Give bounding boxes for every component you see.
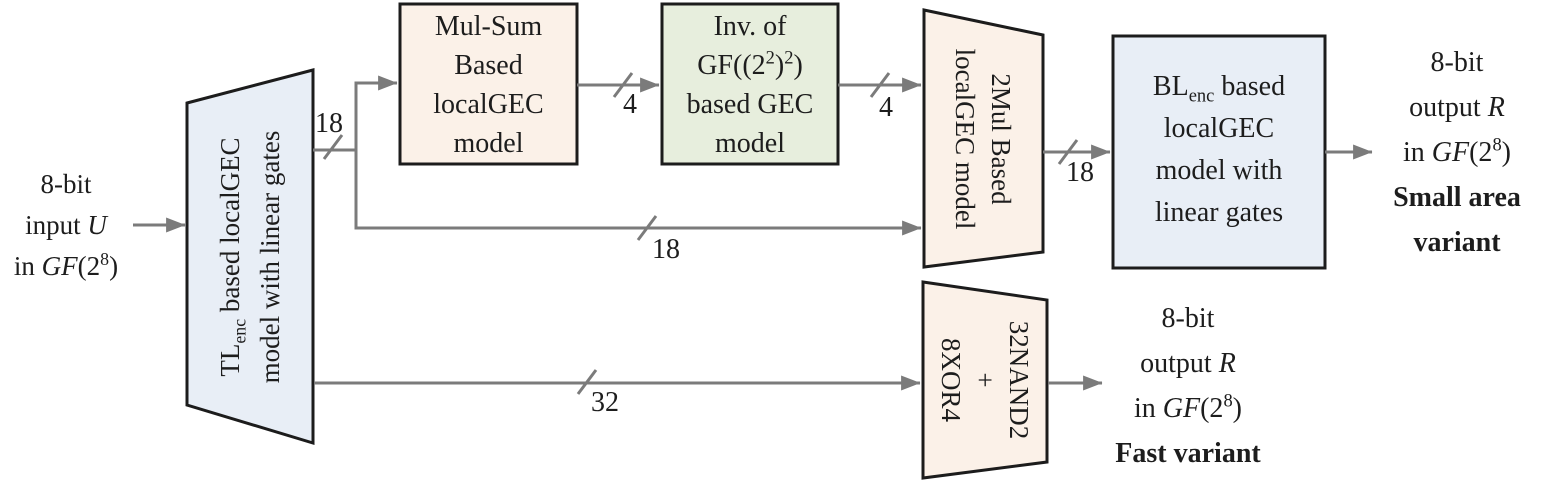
trapezoid-2mul-line: 2Mul Based — [986, 73, 1016, 205]
wires — [133, 72, 1373, 395]
output-small-line: variant — [1413, 227, 1501, 258]
bus-width-label-18-bypass: 18 — [652, 234, 680, 265]
input-label-line: 8-bit — [40, 169, 92, 199]
box-mul-sum — [398, 2, 579, 166]
bus-width-label-32: 32 — [591, 387, 619, 418]
box-bl-enc-line: linear gates — [1154, 197, 1284, 228]
bus-width-label-18-top: 18 — [315, 108, 343, 139]
bus-slash-icon — [636, 215, 658, 241]
trapezoid-tl-enc — [185, 68, 315, 446]
box-mul-sum-line: model — [453, 128, 524, 159]
box-inv-gf-line: Inv. of — [713, 11, 787, 42]
box-mul-sum-label: Mul-Sum Based localGEC model — [400, 7, 577, 163]
bus-slash-icon — [869, 72, 891, 98]
box-bl-enc-line: BLenc based — [1152, 71, 1286, 106]
box-inv-gf — [660, 2, 840, 166]
box-mul-sum-line: Based — [454, 50, 523, 81]
trapezoid-fast-line: + — [970, 372, 1000, 388]
box-inv-gf-label: Inv. of GF((22)2) based GEC model — [662, 7, 838, 163]
box-bl-enc-label: BLenc based localGEC model with linear g… — [1113, 66, 1325, 234]
box-bl-enc-line: localGEC — [1163, 113, 1275, 144]
output-small-line: in GF(28) — [1403, 134, 1511, 168]
output-small-line: Small area — [1393, 182, 1521, 213]
trapezoid-tl-enc-label: TLenc based localGEC model with linear g… — [210, 87, 290, 427]
trapezoid-fast — [921, 280, 1049, 480]
trapezoid-fast-line: 32NAND2 — [1004, 320, 1034, 440]
bus-width-label-4-b: 4 — [879, 92, 893, 123]
trapezoid-tl-enc-line: TLenc based localGEC — [215, 137, 250, 377]
output-fast-line: 8-bit — [1161, 303, 1215, 334]
trapezoid-tl-enc-line: model with linear gates — [255, 130, 285, 384]
trapezoid-2mul — [922, 8, 1045, 269]
output-small-area-label: 8-bit output R in GF(28) Small area vari… — [1357, 40, 1547, 265]
box-inv-gf-line: based GEC — [686, 89, 814, 120]
box-mul-sum-line: localGEC — [433, 89, 544, 120]
output-fast-label: 8-bit output R in GF(28) Fast variant — [1078, 296, 1298, 476]
box-mul-sum-line: Mul-Sum — [434, 11, 543, 42]
box-inv-gf-line: model — [715, 128, 785, 159]
output-small-line: 8-bit — [1430, 47, 1484, 78]
input-label-line: input U — [25, 210, 107, 240]
output-fast-line: output R — [1140, 348, 1236, 379]
bus-slash-icon — [322, 134, 344, 160]
input-label-line: in GF(28) — [13, 249, 119, 281]
trapezoid-2mul-line: localGEC model — [950, 48, 980, 230]
bus-width-label-18-bl: 18 — [1066, 157, 1094, 188]
box-inv-gf-line: GF((22)2) — [697, 47, 803, 81]
trapezoid-2mul-label: 2Mul Based localGEC model — [947, 14, 1019, 264]
trapezoid-fast-line: 8XOR4 — [936, 337, 966, 422]
box-bl-enc-line: model with — [1155, 155, 1283, 186]
output-fast-line: in GF(28) — [1134, 390, 1242, 424]
bus-slash-icon — [576, 369, 598, 395]
bus-slash-icon — [1057, 139, 1079, 165]
bus-width-label-4-a: 4 — [623, 89, 637, 120]
output-small-line: output R — [1409, 92, 1505, 123]
bus-slash-icon — [612, 72, 634, 98]
input-label: 8-bit input U in GF(28) — [0, 164, 132, 287]
trapezoid-fast-label: 32NAND2 + 8XOR4 — [934, 285, 1036, 475]
output-fast-line: Fast variant — [1115, 438, 1261, 469]
